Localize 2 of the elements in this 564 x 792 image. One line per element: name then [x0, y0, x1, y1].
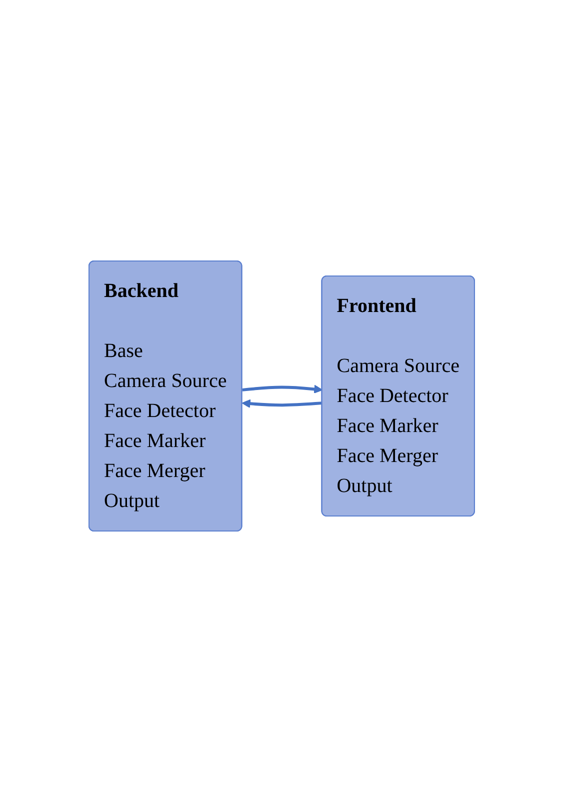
arrow: [242, 399, 323, 408]
arrow: [242, 384, 323, 394]
